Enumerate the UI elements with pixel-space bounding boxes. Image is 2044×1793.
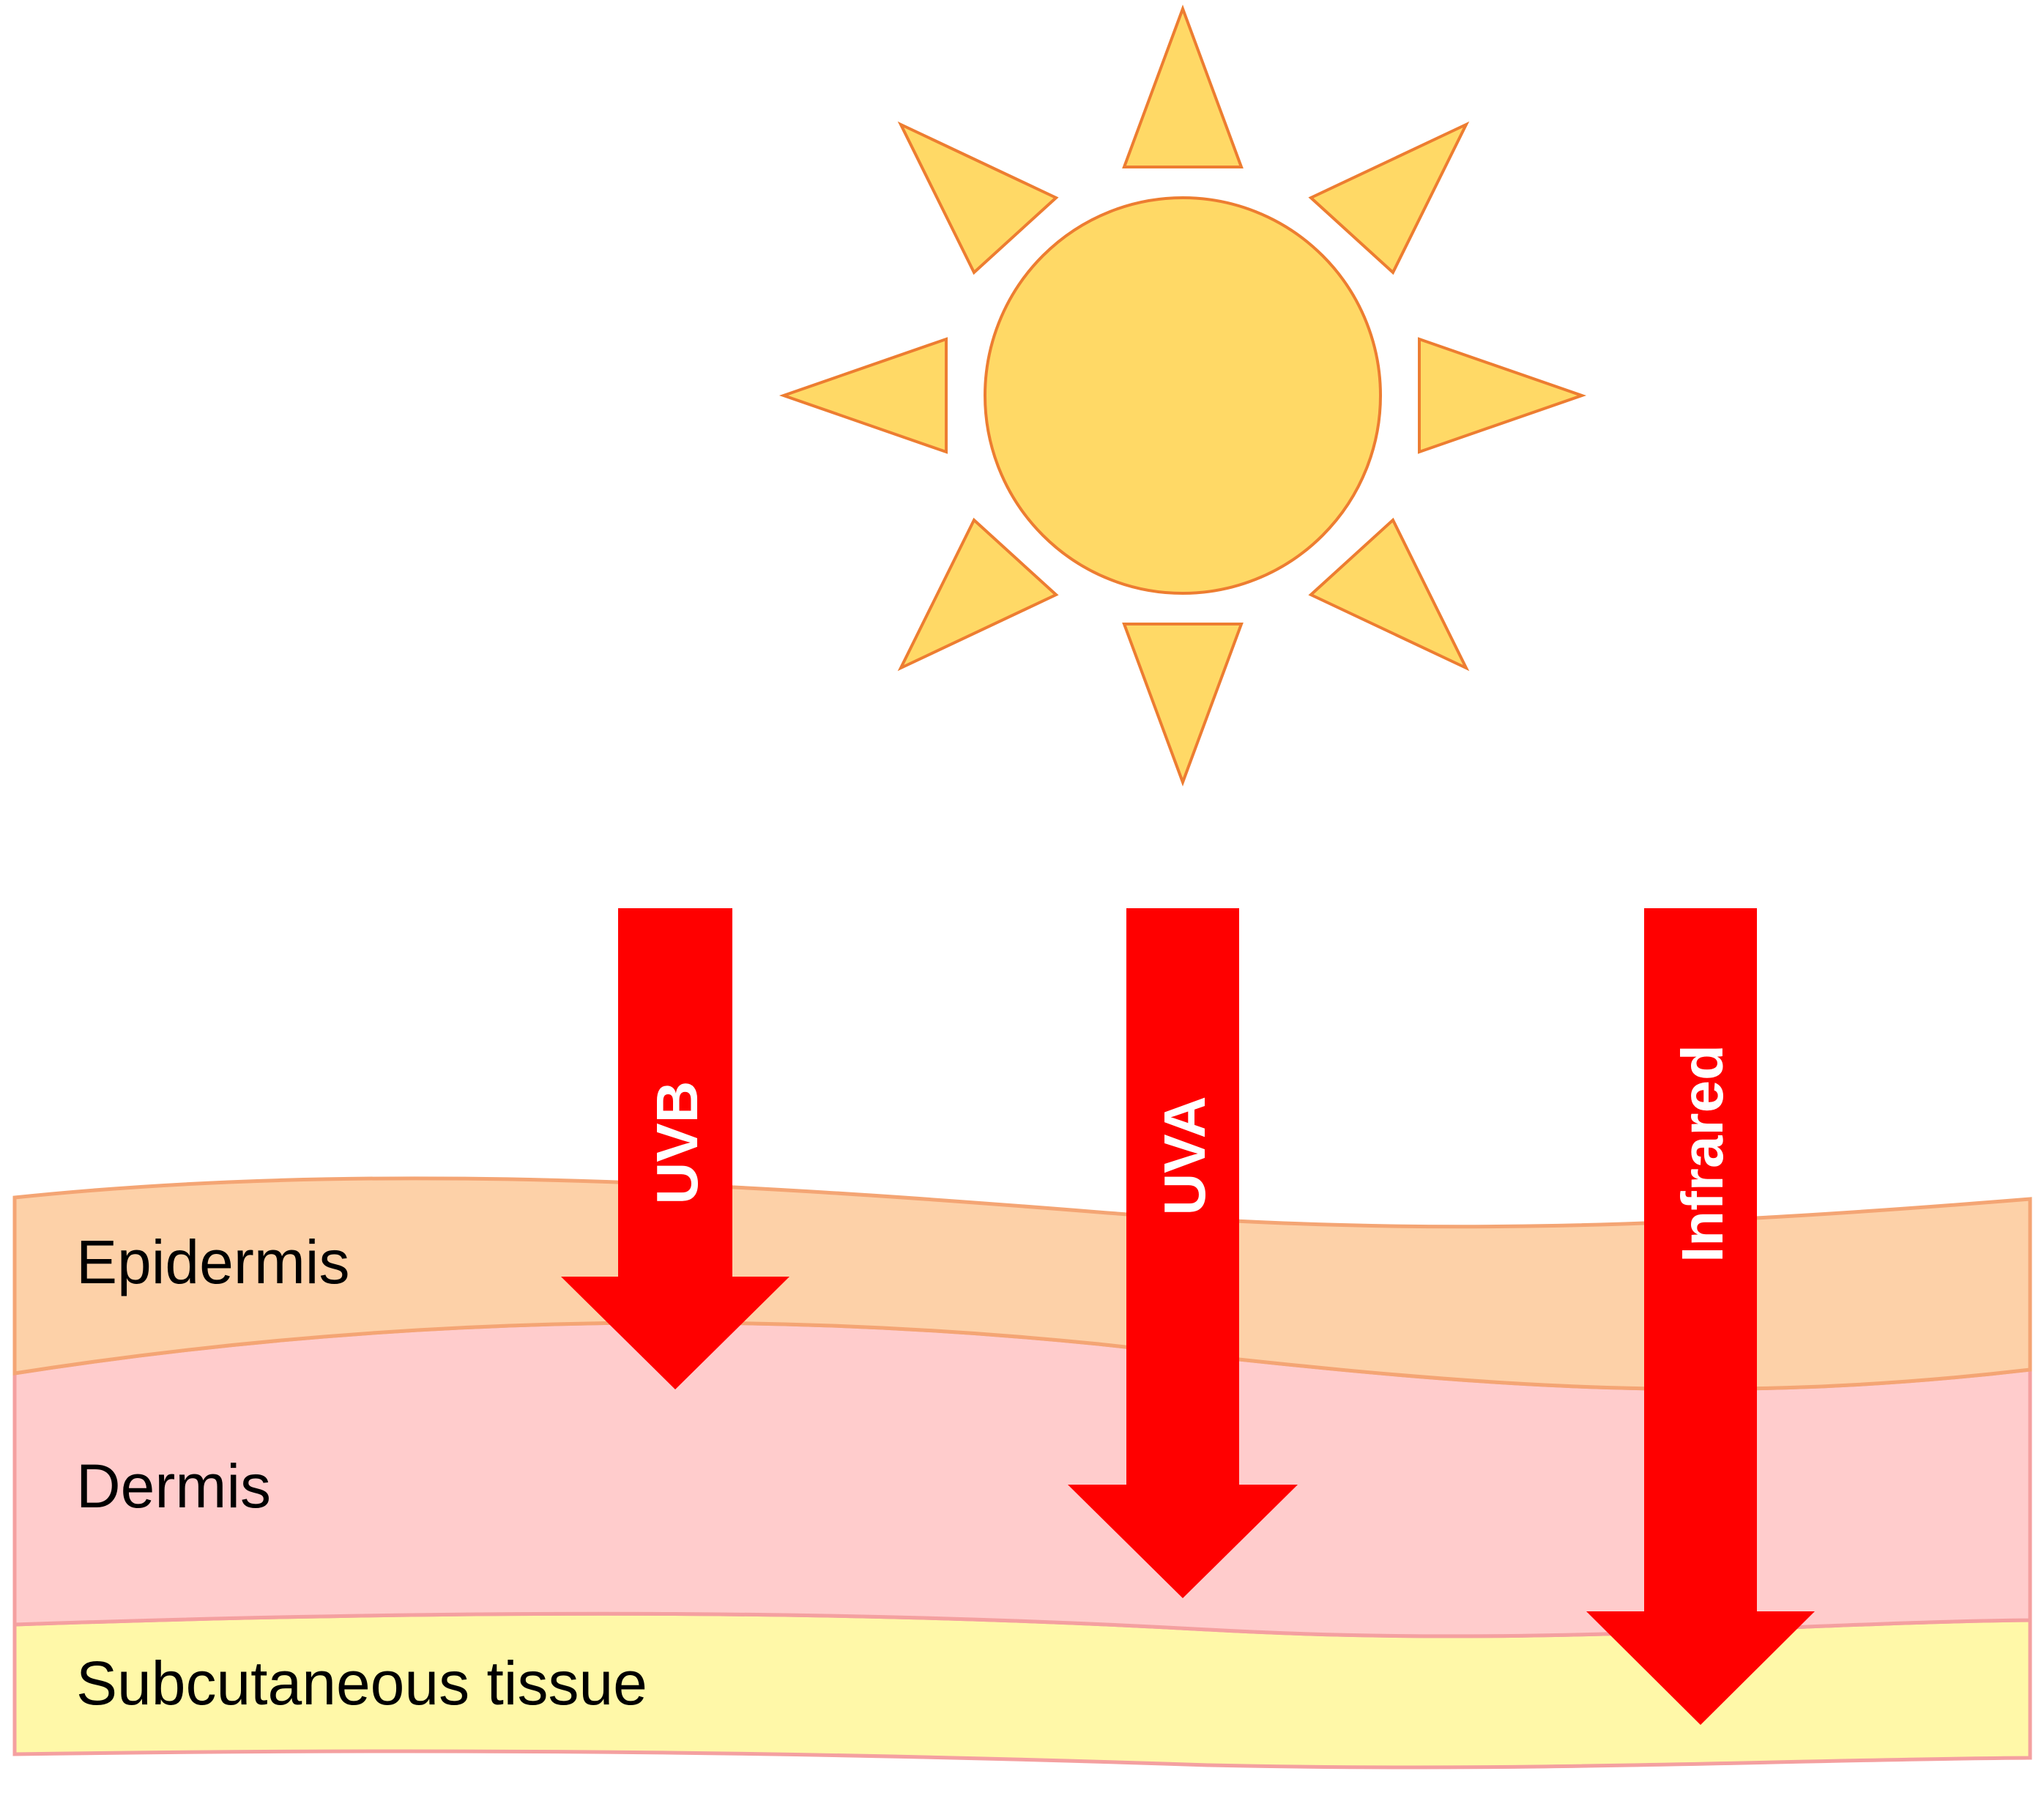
sun-ray-top-left <box>897 121 1059 275</box>
arrow-uva: UVA <box>1068 908 1298 1598</box>
sun-icon <box>778 4 1587 787</box>
sun-ray-top <box>1122 4 1244 168</box>
sun-ray-left <box>778 337 948 454</box>
arrow-infrared-shape <box>1586 908 1815 1725</box>
arrow-infrared-label: Infrared <box>1670 1044 1735 1263</box>
sun-ray-bottom-right <box>1308 517 1470 672</box>
arrow-uvb: UVB <box>561 908 789 1389</box>
label-epidermis: Epidermis <box>76 1228 349 1296</box>
sun-disc <box>984 196 1382 595</box>
sun-ray-bottom <box>1122 623 1244 787</box>
label-dermis: Dermis <box>76 1452 271 1521</box>
arrow-uvb-label: UVB <box>644 1081 710 1205</box>
arrow-uvb-shape <box>561 908 789 1389</box>
label-subcutaneous: Subcutaneous tissue <box>76 1649 647 1718</box>
arrow-uva-shape <box>1068 908 1298 1598</box>
arrow-infrared: Infrared <box>1586 908 1815 1725</box>
sun-ray-bottom-left <box>897 517 1059 672</box>
sun-ray-right <box>1418 337 1587 454</box>
arrow-uva-label: UVA <box>1152 1096 1217 1216</box>
sun-ray-top-right <box>1308 121 1470 275</box>
